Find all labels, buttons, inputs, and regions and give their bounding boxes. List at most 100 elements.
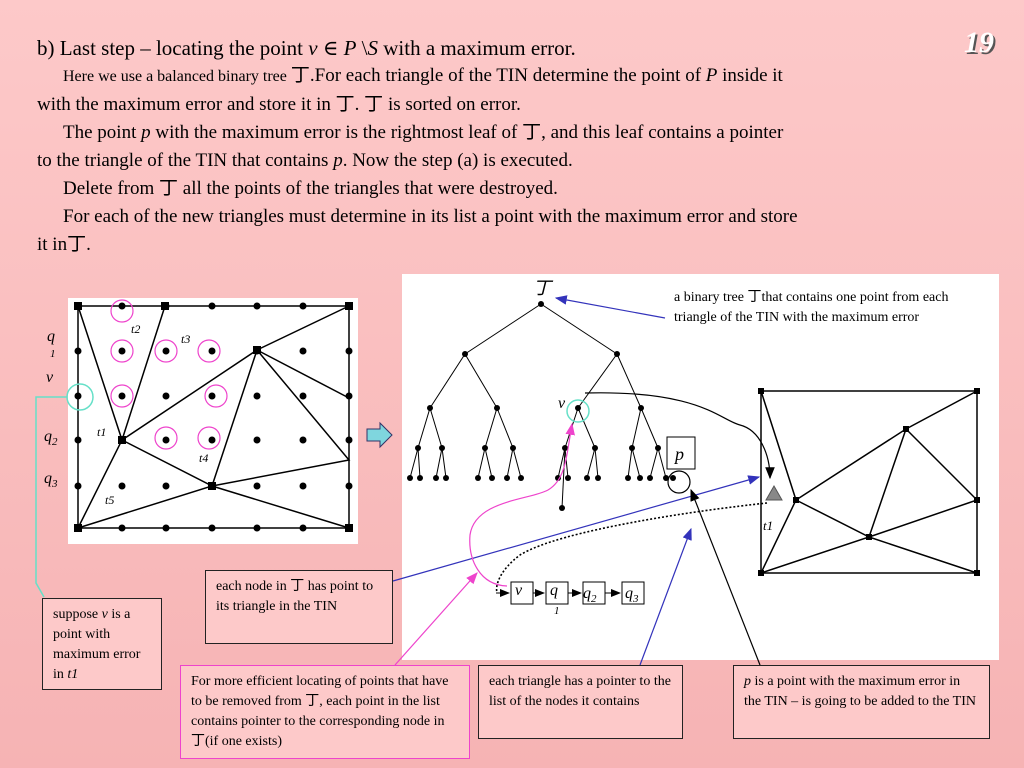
efficient-b: , each point in the list contains pointe… bbox=[191, 694, 445, 729]
label-q2: q2 bbox=[44, 428, 58, 448]
tin-point bbox=[162, 392, 170, 400]
para3: Delete from 丁 all the points of the tria… bbox=[37, 175, 967, 203]
p-point-a: is a point with the maximum error in the… bbox=[744, 674, 976, 709]
list-node-q3: q3 bbox=[625, 585, 639, 605]
tree-symbol: 丁 bbox=[364, 94, 384, 115]
gray-triangle-marker bbox=[765, 484, 783, 501]
tin-point bbox=[345, 524, 353, 532]
tin-vertex bbox=[208, 482, 216, 490]
right-tin bbox=[760, 390, 979, 574]
tin-point bbox=[345, 482, 353, 490]
tree-symbol: 丁 bbox=[290, 579, 305, 594]
arrow-magenta-list-node bbox=[469, 422, 575, 587]
tree-symbol: 丁 bbox=[159, 178, 179, 199]
left-tin-points bbox=[74, 302, 353, 532]
list-node-v: v bbox=[515, 582, 523, 599]
tree-desc-b: that contains one point from each triang… bbox=[674, 290, 949, 325]
callout-efficient: For more efficient locating of points th… bbox=[180, 665, 470, 759]
para1-d: with the maximum error and store it in bbox=[37, 94, 336, 115]
arrow-magenta-efficient bbox=[394, 572, 478, 666]
para4-line2: it in丁. bbox=[37, 231, 967, 259]
label-q1-sub: 1 bbox=[50, 348, 56, 360]
para1-f: is sorted on error. bbox=[383, 94, 521, 115]
list-node-q1-sub: 1 bbox=[554, 605, 560, 617]
tree-symbol: 丁 bbox=[67, 234, 87, 255]
tin-point bbox=[253, 392, 261, 400]
q3-main: q bbox=[44, 470, 52, 487]
q3-sub: 3 bbox=[52, 478, 58, 491]
tree-root-symbol: 丁 bbox=[533, 278, 554, 299]
tin-point bbox=[74, 392, 82, 400]
tin-point bbox=[74, 302, 82, 310]
p-box bbox=[666, 436, 696, 470]
para1-e: . bbox=[354, 94, 365, 115]
tin-point bbox=[74, 436, 82, 444]
para2-d: to the triangle of the TIN that contains bbox=[37, 150, 334, 171]
p-leaf-circle bbox=[667, 470, 691, 494]
efficient-c: (if one exists) bbox=[205, 734, 282, 749]
suppose-t1: t1 bbox=[67, 667, 79, 682]
arrow-v-to-t1 bbox=[584, 392, 775, 480]
para1-P: P bbox=[705, 65, 718, 86]
tin-label-t5: t5 bbox=[105, 493, 115, 507]
q2-list-sub: 2 bbox=[591, 593, 597, 606]
tin-point bbox=[299, 436, 307, 444]
tin-point bbox=[208, 524, 216, 532]
label-q3: q3 bbox=[44, 470, 58, 490]
tree-desc-a: a binary tree bbox=[674, 290, 748, 305]
tin-point bbox=[74, 482, 82, 490]
tin-point bbox=[74, 524, 82, 532]
para4-c: . bbox=[86, 234, 91, 255]
q2-main: q bbox=[44, 428, 52, 445]
tin-point bbox=[345, 392, 353, 400]
para2-p: p bbox=[141, 122, 151, 143]
para1-line2: with the maximum error and store it in 丁… bbox=[37, 91, 967, 119]
heading-P: P bbox=[343, 36, 357, 60]
magenta-circles bbox=[110, 299, 228, 450]
tin-point bbox=[253, 436, 261, 444]
callout-each-node: each node in 丁 has point to its triangle… bbox=[205, 570, 393, 644]
list-node-q1: q bbox=[550, 582, 558, 599]
tin-point bbox=[118, 392, 126, 400]
tin-point bbox=[208, 302, 216, 310]
q1-main: q bbox=[47, 328, 55, 345]
heading-v: v bbox=[308, 36, 318, 60]
tin-point bbox=[345, 347, 353, 355]
tin-point bbox=[162, 524, 170, 532]
tin-vertex bbox=[161, 302, 169, 310]
tin-point bbox=[162, 436, 170, 444]
transition-arrow bbox=[366, 421, 393, 449]
arrow-tree-desc bbox=[554, 295, 666, 319]
tin-point bbox=[162, 347, 170, 355]
para1-b: .For each triangle of the TIN determine … bbox=[309, 65, 706, 86]
para2-a: The point bbox=[63, 122, 142, 143]
tin-point bbox=[253, 524, 261, 532]
tin-label-t4: t4 bbox=[199, 451, 209, 465]
arrow-each-node bbox=[392, 475, 761, 582]
tin-vertex bbox=[118, 436, 126, 444]
heading-sep: \ bbox=[356, 36, 368, 60]
tin-point bbox=[253, 302, 261, 310]
para2-p2: p bbox=[333, 150, 343, 171]
tree-label-t1: t1 bbox=[763, 518, 774, 533]
tin-point bbox=[118, 302, 126, 310]
para3-a: Delete from bbox=[63, 178, 160, 199]
para2-line2: to the triangle of the TIN that contains… bbox=[37, 147, 967, 175]
tree-symbol: 丁 bbox=[335, 94, 355, 115]
tin-point bbox=[299, 392, 307, 400]
tin-point bbox=[208, 392, 216, 400]
tree-symbol: 丁 bbox=[522, 122, 542, 143]
q3-list-sub: 3 bbox=[633, 593, 639, 606]
tin-point bbox=[345, 436, 353, 444]
suppose-a: suppose bbox=[53, 607, 102, 622]
label-v: v bbox=[46, 369, 54, 386]
suppose-v: v bbox=[101, 607, 108, 622]
para1-a: Here we use a balanced binary tree bbox=[63, 68, 291, 85]
para2-line1: The point p with the maximum error is th… bbox=[37, 119, 967, 147]
efficient-a: For more efficient locating of points th… bbox=[191, 674, 449, 709]
callout-suppose: suppose v is a point with maximum error … bbox=[42, 598, 162, 690]
label-q1: q bbox=[47, 328, 55, 346]
q2-list-main: q bbox=[583, 585, 591, 602]
arrow-dotted-t1-list bbox=[495, 502, 768, 594]
para2-c: , and this leaf contains a pointer bbox=[541, 122, 784, 143]
